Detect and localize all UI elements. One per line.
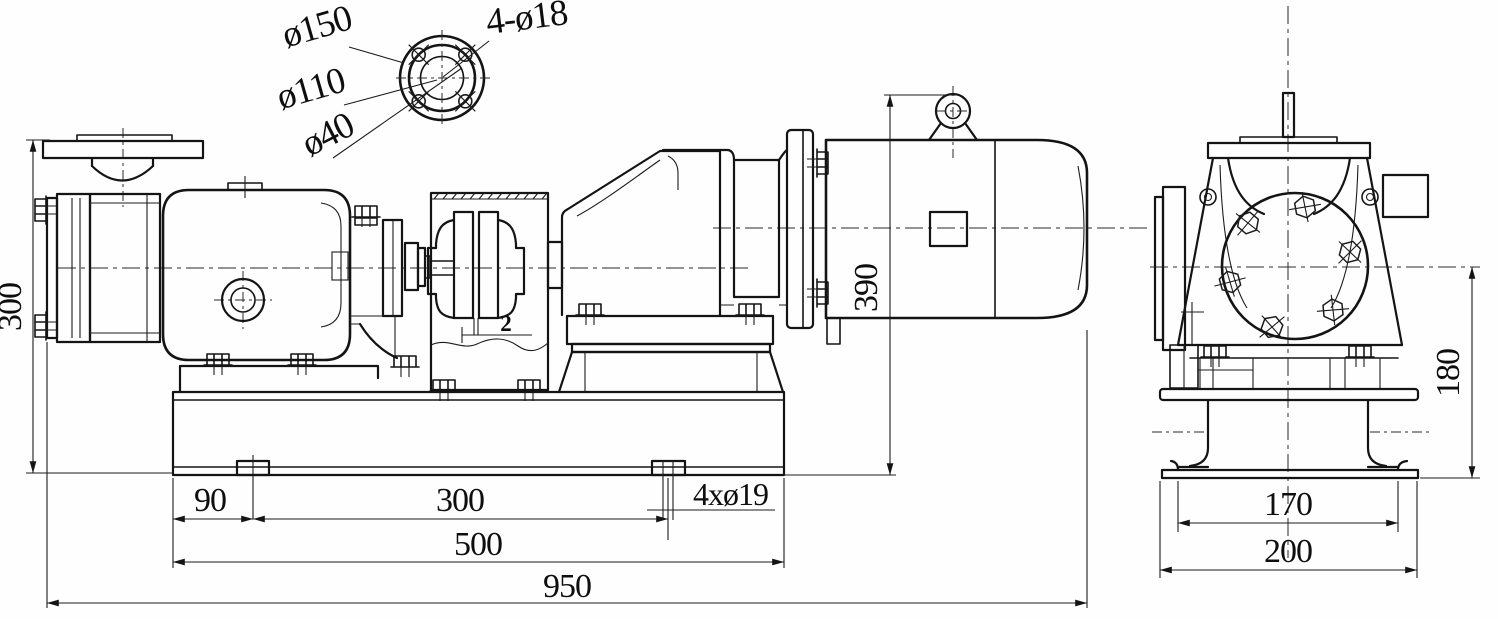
label-dia-40: ø40 bbox=[295, 104, 361, 165]
dim-label-950: 950 bbox=[543, 568, 591, 605]
coupling bbox=[426, 210, 526, 335]
pedestal-bolt bbox=[575, 303, 605, 326]
flange-centerlines bbox=[396, 30, 490, 128]
flange-leader-lines bbox=[332, 40, 490, 159]
baseplate bbox=[171, 390, 896, 520]
housing-foot-bolt bbox=[1345, 345, 1375, 368]
pump-discharge-flange bbox=[41, 134, 205, 182]
pump-support bbox=[178, 315, 399, 394]
coupling-guard bbox=[429, 191, 550, 402]
dim-label-300-height: 300 bbox=[0, 283, 29, 331]
front-view: 2 bbox=[0, 86, 1152, 608]
dim-base-bolts: 90 300 500 950 bbox=[46, 330, 1088, 608]
label-4x19: 4xø19 bbox=[693, 476, 768, 512]
gearbox bbox=[546, 128, 829, 330]
side-dimensions: 180 170 200 bbox=[1159, 266, 1480, 578]
side-pedestal bbox=[1158, 387, 1420, 480]
side-port bbox=[1381, 173, 1430, 219]
dim-overall-height: 300 bbox=[0, 139, 173, 474]
casing-foot-bolt bbox=[287, 353, 317, 376]
side-centerlines bbox=[1150, 6, 1480, 558]
callout-foundation-holes: 4xø19 bbox=[647, 476, 775, 512]
dim-label-170: 170 bbox=[1264, 486, 1312, 523]
suction-flange-bolt bbox=[34, 195, 57, 225]
dim-motor-height: 390 bbox=[848, 94, 958, 476]
lifting-eye bbox=[927, 92, 979, 142]
dim-label-90: 90 bbox=[194, 482, 226, 519]
cover-bolt bbox=[1286, 189, 1324, 225]
dim-label-180: 180 bbox=[1430, 349, 1467, 397]
bearing-bracket bbox=[381, 218, 455, 378]
casing-top-bolt bbox=[351, 205, 381, 228]
guard-foot-bolt bbox=[514, 379, 544, 402]
gearbox-pedestal bbox=[557, 303, 785, 394]
coupling-gap-callout: 2 bbox=[461, 311, 532, 343]
label-bolt-holes: 4-ø18 bbox=[484, 0, 570, 43]
cover-bolt bbox=[1212, 265, 1248, 299]
dim-label-390: 390 bbox=[848, 264, 885, 312]
label-dia-150: ø150 bbox=[278, 0, 357, 56]
label-coupling-gap: 2 bbox=[500, 311, 512, 336]
side-cover-circle bbox=[1212, 189, 1370, 343]
housing-foot-bolt bbox=[1200, 345, 1230, 368]
terminal-box bbox=[928, 210, 969, 248]
side-suction-flange bbox=[1153, 185, 1204, 389]
casing-foot-bolt bbox=[203, 353, 233, 376]
front-centerlines bbox=[58, 86, 1152, 329]
pump-casing bbox=[161, 176, 381, 362]
drain-plug bbox=[220, 277, 266, 323]
dim-label-500: 500 bbox=[454, 526, 502, 563]
guard-foot-bolt bbox=[429, 379, 459, 402]
foundation-bolt-tab bbox=[650, 459, 687, 477]
bracket-foot-bolt bbox=[390, 355, 420, 378]
dim-label-300-span: 300 bbox=[436, 482, 484, 519]
cover-bolt bbox=[1332, 235, 1368, 269]
cover-bolt bbox=[1314, 291, 1352, 329]
dim-label-200: 200 bbox=[1264, 533, 1312, 570]
motor-body bbox=[824, 92, 1089, 345]
side-view: 180 170 200 bbox=[1150, 6, 1480, 578]
flange-detail-view: ø150 ø110 ø40 4-ø18 bbox=[272, 0, 570, 165]
side-housing bbox=[1176, 91, 1404, 389]
suction-flange-bolt bbox=[34, 311, 57, 341]
pump-suction-box bbox=[88, 192, 162, 344]
pedestal-bolt bbox=[735, 303, 765, 326]
